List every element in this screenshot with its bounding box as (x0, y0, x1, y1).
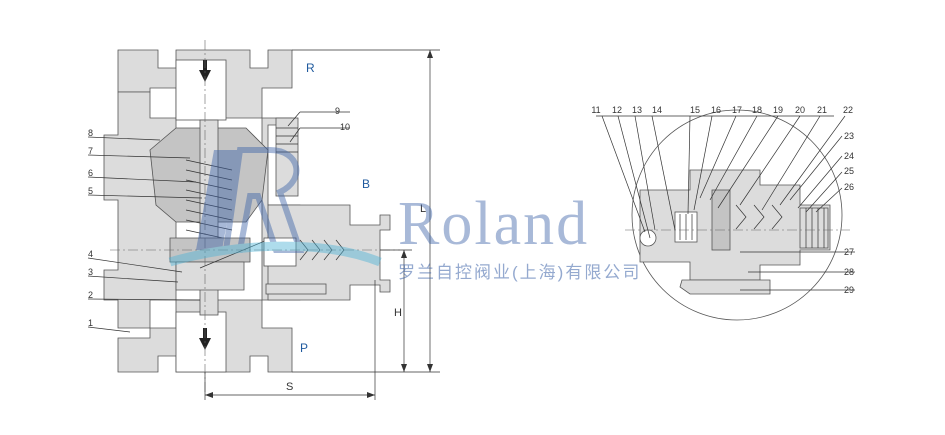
pilot-detail-view (625, 109, 850, 321)
left-callouts: 9 10 8 7 6 5 4 3 2 1 (87, 106, 350, 333)
callout-19: 19 (773, 105, 783, 115)
watermark: Roland 罗兰自控阀业(上海)有限公司 (168, 147, 641, 282)
callout-29: 29 (844, 285, 854, 295)
port-label-b: B (362, 177, 370, 191)
dimension-label-s: S (286, 381, 293, 393)
callout-21: 21 (817, 105, 827, 115)
dimension-lines (204, 49, 440, 400)
dimension-label-l: L (420, 203, 426, 215)
callout-25: 25 (844, 166, 854, 176)
callout-1: 1 (88, 318, 93, 328)
callout-20: 20 (795, 105, 805, 115)
callout-14: 14 (652, 105, 662, 115)
callout-5: 5 (88, 186, 93, 196)
callout-28: 28 (844, 267, 854, 277)
callout-7: 7 (88, 146, 93, 156)
callout-8: 8 (88, 128, 93, 138)
callout-13: 13 (632, 105, 642, 115)
callout-22: 22 (843, 105, 853, 115)
callout-26: 26 (844, 182, 854, 192)
flow-arrow-up-lower-icon (199, 328, 211, 350)
callout-27: 27 (844, 247, 854, 257)
callout-12: 12 (612, 105, 622, 115)
port-label-r: R (306, 61, 315, 75)
callout-11: 11 (591, 105, 600, 115)
callout-15: 15 (690, 105, 700, 115)
callout-10: 10 (340, 122, 350, 132)
callout-17: 17 (732, 105, 742, 115)
callout-16: 16 (711, 105, 721, 115)
watermark-brand: Roland (398, 190, 589, 258)
callout-9: 9 (335, 106, 340, 116)
roland-logo-icon (168, 147, 382, 267)
dimension-label-h: H (394, 307, 402, 319)
watermark-company: 罗兰自控阀业(上海)有限公司 (398, 263, 641, 282)
callout-6: 6 (88, 168, 93, 178)
callout-18: 18 (752, 105, 762, 115)
callout-3: 3 (88, 267, 93, 277)
port-label-p: P (300, 341, 308, 355)
callout-24: 24 (844, 151, 854, 161)
callout-4: 4 (88, 249, 93, 259)
right-callouts: 11 12 13 14 15 16 17 18 19 20 21 22 23 2… (591, 105, 855, 295)
callout-2: 2 (88, 290, 93, 300)
callout-23: 23 (844, 131, 854, 141)
valve-section-view (103, 40, 400, 395)
